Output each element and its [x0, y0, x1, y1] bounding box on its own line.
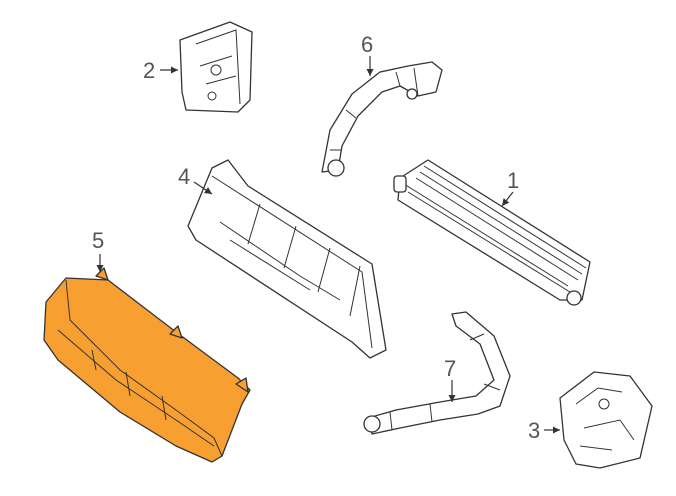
callout-arrow-1	[501, 191, 514, 207]
callout-label-2: 2	[143, 58, 155, 83]
callout-label-7: 7	[444, 356, 456, 381]
callout-label-3: 3	[528, 418, 540, 443]
callout-label-1: 1	[507, 168, 519, 193]
part-5-air-guide[interactable]	[43, 267, 251, 463]
callout-label-5: 5	[92, 228, 104, 253]
callout-label-6: 6	[361, 32, 373, 57]
callout-label-4: 4	[178, 164, 190, 189]
part-4-duct[interactable]	[187, 159, 387, 359]
callout-arrow-4	[193, 181, 213, 195]
part-1-cooler[interactable]	[393, 159, 591, 306]
part-6-hose[interactable]	[321, 61, 443, 177]
part-2-bracket[interactable]	[179, 21, 253, 113]
part-3-bracket[interactable]	[559, 371, 653, 469]
part-7-hose[interactable]	[363, 311, 511, 435]
